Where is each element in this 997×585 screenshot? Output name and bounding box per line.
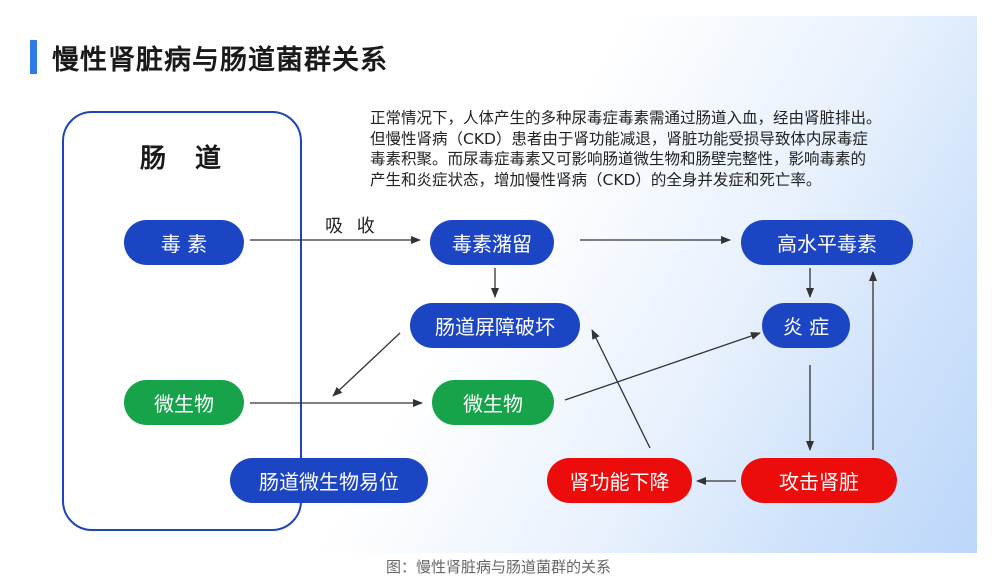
diagram-title: 慢性肾脏病与肠道菌群关系 xyxy=(52,45,388,76)
node-kidney-decline: 肾功能下降 xyxy=(547,458,692,503)
node-barrier-damage: 肠道屏障破坏 xyxy=(410,303,580,348)
node-microbe-translocation: 肠道微生物易位 xyxy=(230,458,428,503)
intro-line: 但慢性肾病（CKD）患者由于肾功能减退，肾脏功能受损导致体内尿毒症 xyxy=(370,129,868,148)
figure-caption: 图：慢性肾脏病与肠道菌群的关系 xyxy=(385,558,611,576)
node-attack-kidney: 攻击肾脏 xyxy=(741,458,897,503)
intro-line: 产生和炎症状态，增加慢性肾病（CKD）的全身并发症和死亡率。 xyxy=(370,170,822,189)
title-accent-bar xyxy=(30,40,37,74)
node-inflammation: 炎 症 xyxy=(762,303,850,348)
edge-label-absorb: 吸 收 xyxy=(325,216,379,237)
node-toxin: 毒 素 xyxy=(124,220,244,265)
node-high-toxin: 高水平毒素 xyxy=(741,220,913,265)
intro-line: 正常情况下，人体产生的多种尿毒症毒素需通过肠道入血，经由肾脏排出。 xyxy=(370,109,882,127)
node-microbe: 微生物 xyxy=(432,380,554,425)
gut-frame xyxy=(62,111,302,531)
gut-label: 肠 道 xyxy=(140,144,232,174)
intro-paragraph: 正常情况下，人体产生的多种尿毒症毒素需通过肠道入血，经由肾脏排出。 但慢性肾病（… xyxy=(370,108,930,190)
node-microbe-gut: 微生物 xyxy=(124,380,244,425)
intro-line: 毒素积聚。而尿毒症毒素又可影响肠道微生物和肠壁完整性，影响毒素的 xyxy=(370,150,867,168)
node-toxin-retention: 毒素潴留 xyxy=(430,220,554,265)
